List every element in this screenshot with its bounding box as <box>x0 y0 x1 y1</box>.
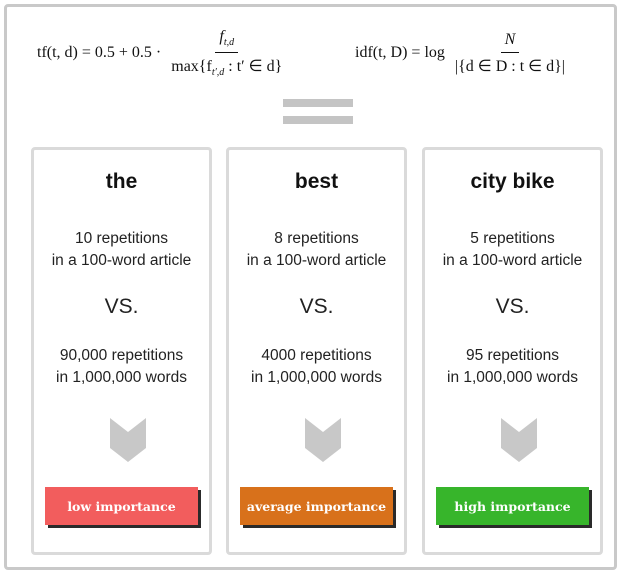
card-best: best 8 repetitions in a 100-word article… <box>226 147 407 555</box>
tf-formula-lhs: tf(t, d) = 0.5 + 0.5 · <box>37 44 162 61</box>
article-repetitions: 10 repetitions <box>74 230 169 247</box>
tf-formula: tf(t, d) = 0.5 + 0.5 · ft,d max{ft′,d : … <box>37 25 286 81</box>
importance-badge: low importance <box>45 487 198 525</box>
corpus-repetitions: 90,000 repetitions <box>59 347 184 364</box>
corpus-context: in 1,000,000 words <box>251 369 382 386</box>
chevron-down-arrow-icon <box>501 418 537 462</box>
versus-label: VS. <box>299 295 334 318</box>
tf-formula-fraction: ft,d max{ft′,d : t′ ∈ d} <box>167 28 286 77</box>
chevron-down-arrow-icon <box>110 418 146 462</box>
idf-formula-fraction: N |{d ∈ D : t ∈ d}| <box>451 31 569 76</box>
versus-label: VS. <box>104 295 139 318</box>
tf-formula-numerator: ft,d <box>215 28 239 53</box>
article-context: in a 100-word article <box>246 252 387 269</box>
idf-formula-denominator: |{d ∈ D : t ∈ d}| <box>454 57 565 75</box>
article-context: in a 100-word article <box>51 252 192 269</box>
chevron-down-arrow-icon <box>305 418 341 462</box>
importance-badge: high importance <box>436 487 589 525</box>
card-word: best <box>294 170 339 193</box>
corpus-repetitions: 4000 repetitions <box>261 347 372 364</box>
article-repetitions: 8 repetitions <box>274 230 359 247</box>
article-repetitions: 5 repetitions <box>470 230 555 247</box>
idf-formula-lhs: idf(t, D) = log <box>355 44 445 61</box>
article-context: in a 100-word article <box>442 252 583 269</box>
idf-formula: idf(t, D) = log N |{d ∈ D : t ∈ d}| <box>355 25 569 81</box>
corpus-context: in 1,000,000 words <box>56 369 187 386</box>
card-word: city bike <box>470 170 555 193</box>
importance-badge: average importance <box>240 487 393 525</box>
card-word: the <box>105 170 138 193</box>
tf-formula-denominator: max{ft′,d : t′ ∈ d} <box>171 57 283 78</box>
idf-formula-numerator: N <box>500 31 520 53</box>
versus-label: VS. <box>495 295 530 318</box>
corpus-repetitions: 95 repetitions <box>465 347 560 364</box>
card-the: the 10 repetitions in a 100-word article… <box>31 147 212 555</box>
card-city-bike: city bike 5 repetitions in a 100-word ar… <box>422 147 603 555</box>
equals-sign-icon <box>283 99 353 125</box>
corpus-context: in 1,000,000 words <box>447 369 578 386</box>
diagram-frame: tf(t, d) = 0.5 + 0.5 · ft,d max{ft′,d : … <box>4 4 617 570</box>
